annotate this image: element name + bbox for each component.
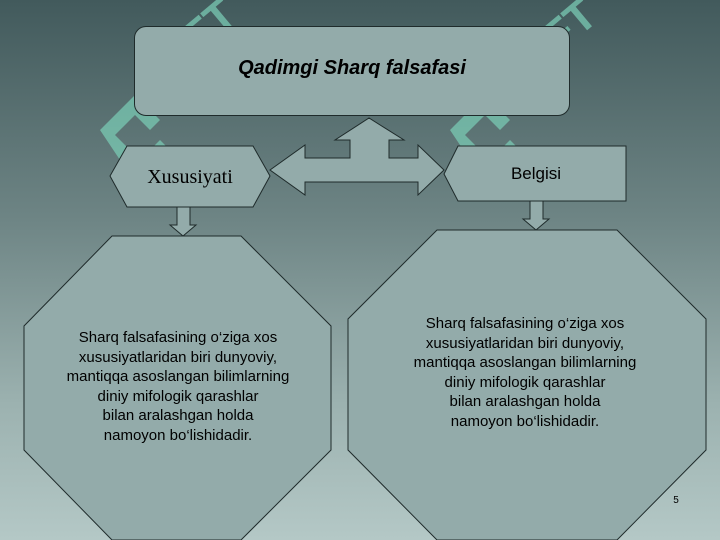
text-line: namoyon bo‘lishidadir. — [450, 412, 600, 430]
text-line: Sharq falsafasining o‘ziga xos — [78, 329, 278, 346]
text-line: diniy mifologik qarashlar — [444, 373, 606, 391]
three-way-arrow — [269, 117, 445, 197]
text-line: xususiyatlaridan biri dunyoviy, — [425, 334, 625, 352]
right-down-arrow — [521, 200, 551, 231]
left-octagon — [23, 235, 332, 540]
left-down-arrow — [168, 206, 198, 237]
left-label-text: Xususiyati — [147, 166, 233, 188]
right-octagon-text: Sharq falsafasining o‘ziga xos xususiyat… — [372, 314, 678, 431]
page-number: 5 — [673, 495, 679, 506]
left-octagon-text: Sharq falsafasining o‘ziga xos xususiyat… — [28, 328, 328, 445]
title-box: Qadimgi Sharq falsafasi — [134, 26, 570, 116]
text-line: Sharq falsafasining o‘ziga xos — [425, 315, 625, 332]
right-octagon — [347, 229, 707, 540]
text-line: bilan aralashgan holda — [449, 393, 601, 410]
diagram-title: Qadimgi Sharq falsafasi — [238, 56, 466, 79]
text-line: mantiqqa asoslangan bilimlarning — [413, 354, 637, 371]
left-label-shape — [109, 145, 271, 208]
text-line: bilan aralashgan holda — [102, 407, 254, 424]
text-line: mantiqqa asoslangan bilimlarning — [66, 368, 290, 385]
right-label-text: Belgisi — [510, 164, 562, 183]
text-line: xususiyatlaridan biri dunyoviy, — [78, 348, 278, 366]
text-line: diniy mifologik qarashlar — [97, 387, 259, 405]
text-line: namoyon bo‘lishidadir. — [103, 426, 253, 444]
